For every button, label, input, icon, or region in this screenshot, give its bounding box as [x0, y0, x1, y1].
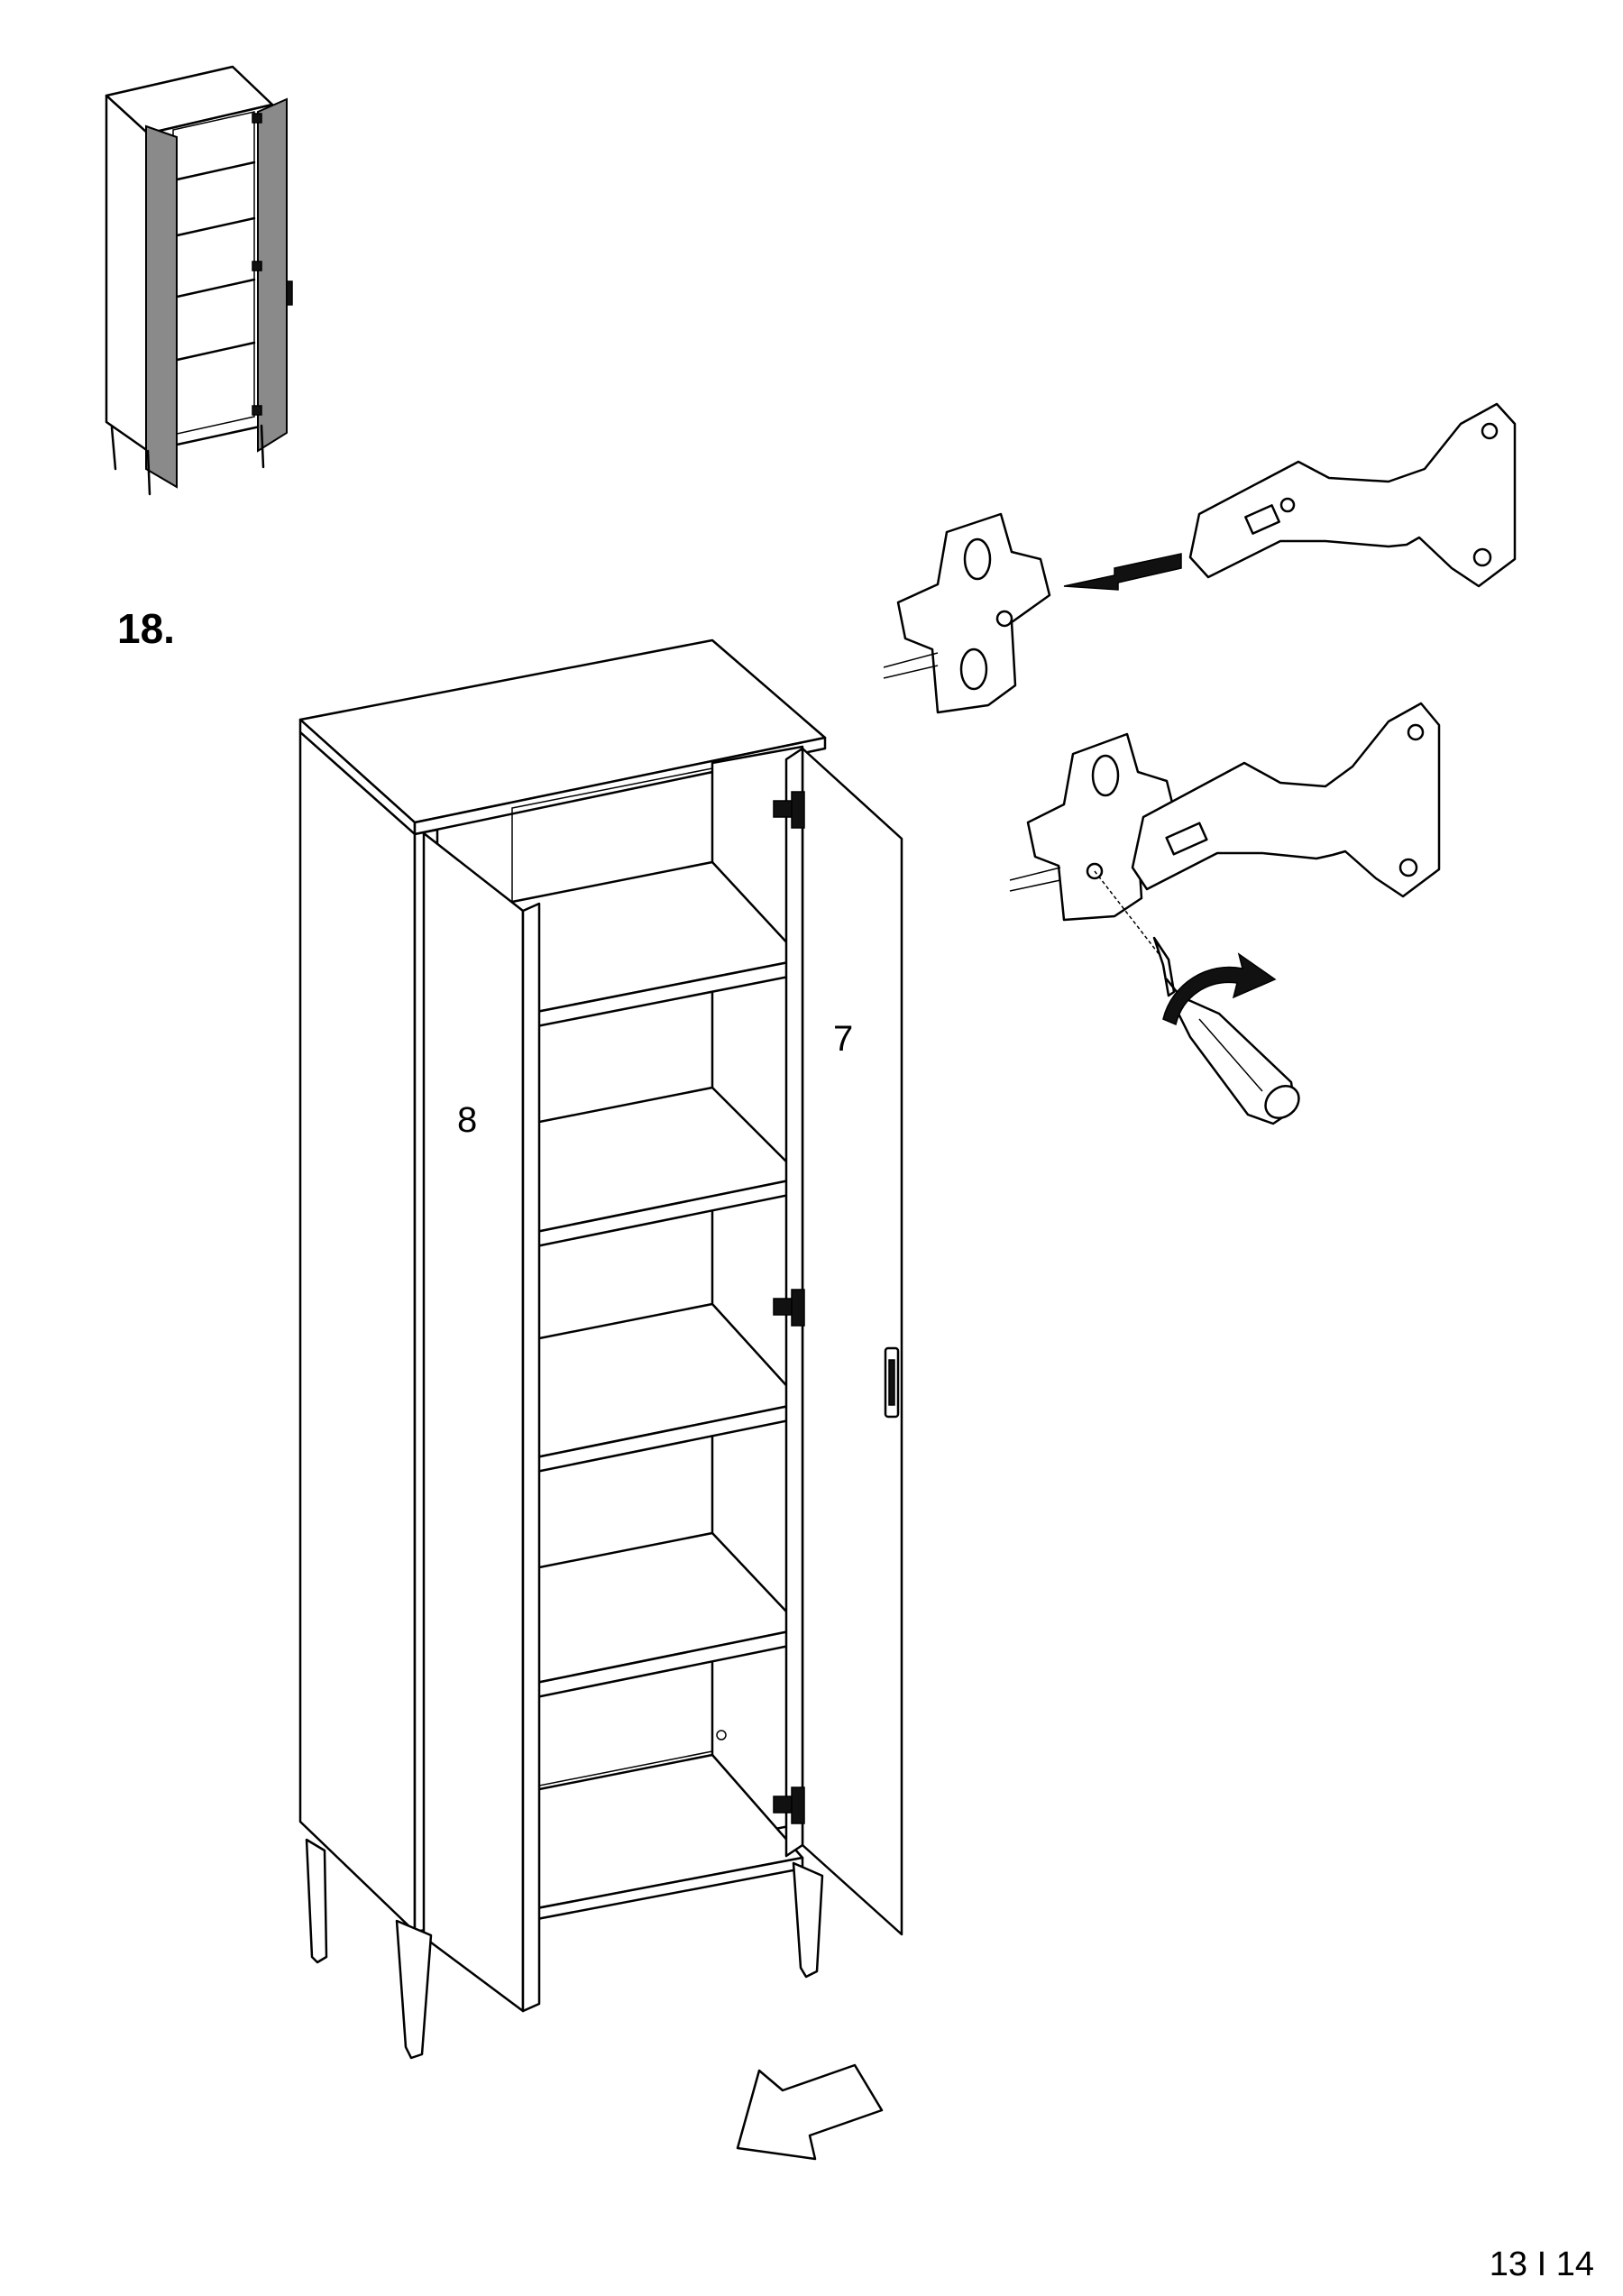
- cabinet-main-drawing: [298, 638, 903, 2060]
- cabinet-overview-icon: [105, 65, 293, 496]
- screwdriver-icon: [1152, 936, 1300, 1125]
- hinge-mark: [773, 1786, 805, 1824]
- page-number: 13 I 14: [1489, 2245, 1594, 2283]
- part-label-door-left: 8: [457, 1100, 478, 1140]
- rotate-arrow-icon: [1162, 952, 1277, 1026]
- direction-arrow-icon: [736, 2063, 884, 2161]
- cabinet-hinge-icon: [883, 402, 1517, 714]
- hinge-mark: [773, 791, 805, 829]
- part-label-door-right: 7: [833, 1019, 854, 1059]
- cabinet-hinge-icon: [1009, 702, 1441, 960]
- hinge-mark: [773, 1289, 805, 1327]
- step-number: 18.: [117, 605, 175, 652]
